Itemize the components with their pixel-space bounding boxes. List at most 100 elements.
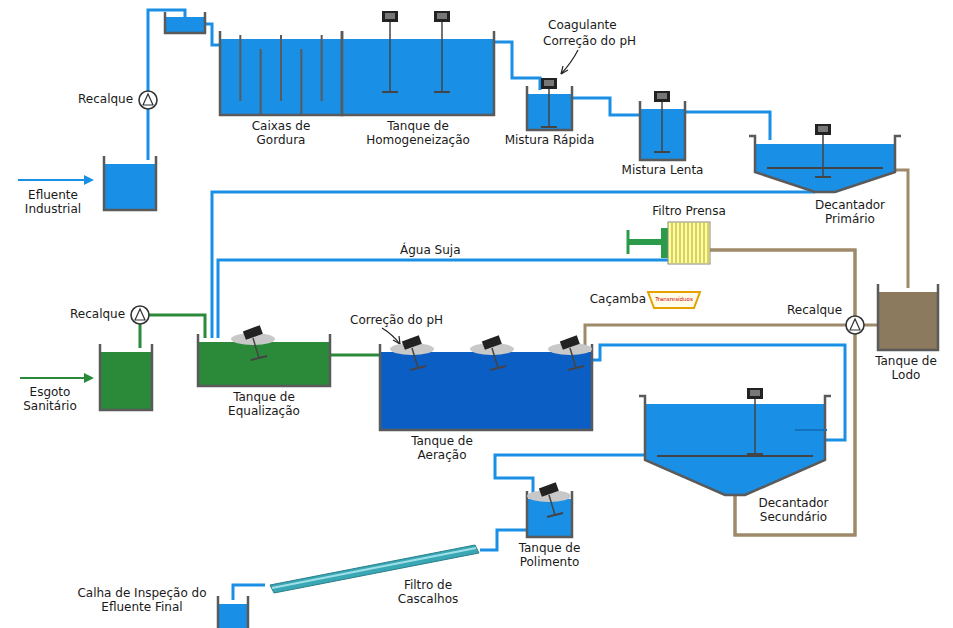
tank-node: Tanque de Lodo (878, 288, 938, 350)
tank-wall (640, 101, 685, 160)
tank-wall (527, 86, 572, 130)
unit-label: Mistura Rápida (492, 133, 607, 147)
tank-wall (878, 284, 938, 350)
unit-label: Tanque de Equalização (204, 390, 324, 418)
tank-liquid (100, 352, 152, 410)
mixer-symbol (541, 78, 557, 127)
pipe-line (495, 455, 645, 495)
tank-node: Decantador Secundário (645, 400, 825, 495)
pipe-line (685, 112, 770, 140)
tank-node: Filtro de Cascalhos (265, 540, 480, 595)
tank-wall (104, 156, 156, 210)
inlet-box (165, 12, 205, 33)
tank-node: Mistura Rápida (527, 90, 572, 130)
tank-node: Tanque de Polimento (527, 495, 572, 537)
baffle (260, 49, 262, 115)
pump-symbol (139, 91, 157, 109)
scraper-arm (657, 455, 813, 457)
pipe-line (140, 315, 205, 348)
mixer-symbol (815, 124, 831, 177)
baffle (300, 49, 302, 115)
tank-outline (668, 222, 710, 264)
tank-outline (527, 495, 572, 537)
tank-liquid (645, 404, 825, 495)
tank-liquid (527, 499, 572, 537)
inlet-pipe (795, 429, 827, 431)
tank-wall (527, 491, 572, 537)
tank-node: Esgoto Sanitário (100, 348, 152, 410)
tank-outline (527, 90, 572, 130)
mixer-symbol (747, 388, 763, 454)
pipe-line (212, 192, 815, 338)
tank-node: Tanque de Equalização (198, 338, 330, 386)
press-ram (628, 228, 668, 258)
pipe-line (710, 250, 878, 325)
pump-symbol (846, 316, 864, 334)
press-body (668, 222, 710, 264)
baffle (321, 35, 323, 101)
unit-label: Filtro Prensa (640, 204, 738, 218)
aerator-symbol (527, 482, 571, 517)
tank-liquid (198, 342, 330, 386)
tank-node: Calha de Inspeção do Efluente Final (218, 600, 248, 628)
annotation-label: Recalque (70, 307, 125, 321)
unit-label: Tanque de Lodo (866, 354, 946, 382)
unit-label: Decantador Secundário (741, 496, 846, 524)
tank-outline (755, 140, 895, 192)
inflow-arrow (18, 175, 94, 185)
scraper-arm (767, 167, 883, 169)
tank-outline (640, 105, 685, 160)
pipe-line (494, 42, 540, 90)
tank-node: Efluente Industrial (104, 160, 156, 210)
tank-outline (342, 35, 494, 115)
unit-label: Tanque de Homogeneização (348, 119, 488, 147)
unit-label: Tanque de Polimento (497, 541, 602, 569)
tank-outline (218, 600, 248, 628)
mixer-symbol (382, 11, 398, 92)
unit-label: Efluente Industrial (10, 188, 96, 216)
unit-label: Calha de Inspeção do Efluente Final (74, 586, 210, 614)
tank-wall (749, 136, 901, 192)
unit-label: Mistura Lenta (600, 163, 725, 177)
tank-node: Mistura Lenta (640, 105, 685, 160)
pump-symbol (131, 306, 149, 324)
bucket-body (648, 292, 700, 308)
tank-liquid (342, 39, 494, 115)
tank-node: Tanque de Homogeneização (342, 35, 494, 115)
pipe-line (148, 10, 220, 160)
annotation-label: Recalque (78, 92, 133, 106)
mixer-symbol (654, 91, 670, 152)
tank-outline (220, 35, 342, 115)
pipe-line (572, 98, 640, 115)
annotation-label: Recalque (787, 303, 842, 317)
inflow-arrow (20, 373, 94, 383)
unit-label: Decantador Primário (800, 198, 900, 226)
pipe-line (895, 170, 908, 288)
baffle (239, 35, 241, 101)
unit-label: Esgoto Sanitário (8, 385, 92, 413)
annotation-label: Correção do pH (350, 313, 443, 327)
unit-label: Caixas de Gordura (231, 119, 331, 147)
tank-node: Filtro Prensa (668, 222, 710, 264)
baffle (280, 35, 282, 101)
tank-outline (100, 348, 152, 410)
tank-liquid (104, 164, 156, 210)
tank-liquid (755, 144, 895, 192)
tank-liquid (380, 352, 592, 430)
tank-outline (104, 160, 156, 210)
tank-node: Tanque de Aeração (380, 348, 592, 430)
tank-wall (342, 31, 494, 115)
tank-outline (645, 400, 825, 495)
aerator-symbol (390, 335, 434, 370)
tank-node: Caixas de Gordura (220, 35, 342, 115)
pipe-line (330, 354, 380, 357)
tank-wall (380, 344, 592, 430)
tank-wall (639, 396, 831, 495)
aerator-symbol (231, 325, 275, 360)
pipe-line (585, 325, 855, 535)
tank-liquid (218, 604, 248, 628)
pipe-label: Água Suja (398, 243, 463, 257)
unit-label: Caçamba (586, 292, 646, 306)
